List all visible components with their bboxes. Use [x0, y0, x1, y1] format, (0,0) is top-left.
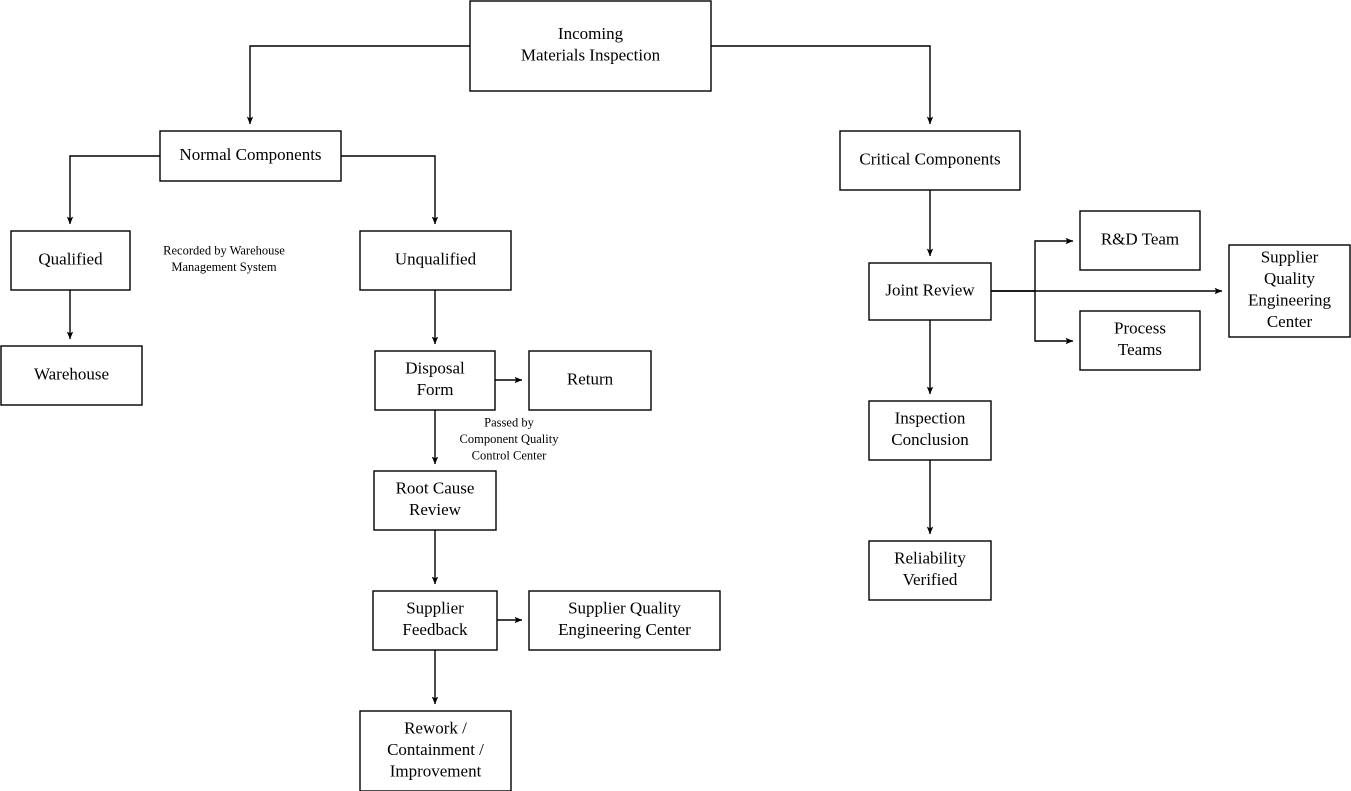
edge-normal-to-qualified	[66, 155, 160, 225]
node-label-line: Verified	[903, 570, 958, 589]
node-rd-team[interactable]: R&D Team	[1079, 210, 1201, 271]
node-box	[159, 130, 342, 182]
edge-label-line: Component Quality	[460, 432, 560, 446]
node-rework-containment-improvement[interactable]: Rework / Containment / Improvement	[359, 710, 512, 791]
edge-incoming-to-critical	[711, 45, 934, 125]
node-box	[372, 590, 498, 651]
node-label-line: Process	[1114, 319, 1166, 338]
node-normal-components[interactable]: Normal Components	[159, 130, 342, 182]
node-unqualified[interactable]: Unqualified	[359, 230, 512, 291]
node-label-line: Conclusion	[891, 430, 969, 449]
node-label-line: Joint Review	[885, 280, 975, 299]
node-critical-components[interactable]: Critical Components	[839, 130, 1021, 191]
node-label-line: Supplier	[406, 599, 464, 618]
node-label-line: Engineering	[1248, 291, 1332, 310]
edges-layer	[66, 45, 1223, 705]
node-box	[359, 230, 512, 291]
node-joint-review[interactable]: Joint Review	[868, 262, 992, 321]
node-label-line: Inspection	[895, 409, 966, 428]
node-label-line: Teams	[1118, 340, 1162, 359]
node-label-line: Materials Inspection	[521, 46, 661, 65]
node-box	[528, 590, 721, 651]
node-label-line: Engineering Center	[558, 620, 691, 639]
node-label-line: Form	[417, 380, 454, 399]
node-label-line: Review	[409, 500, 462, 519]
node-box	[469, 0, 712, 92]
node-label-line: Supplier	[1261, 248, 1319, 267]
node-label-line: Warehouse	[34, 364, 109, 383]
edge-label-line: Recorded by Warehouse	[163, 244, 285, 258]
node-label-line: Root Cause	[396, 479, 475, 498]
node-box	[868, 400, 992, 461]
node-label-line: R&D Team	[1101, 229, 1179, 248]
node-box	[0, 345, 143, 406]
node-label-line: Incoming	[558, 24, 624, 43]
node-label-line: Disposal	[405, 359, 465, 378]
node-qualified[interactable]: Qualified	[10, 230, 131, 291]
node-label-line: Containment /	[387, 740, 484, 759]
node-label-line: Return	[567, 369, 614, 388]
node-label-line: Center	[1267, 312, 1313, 331]
edge-label-line: Management System	[171, 260, 276, 274]
node-box	[839, 130, 1021, 191]
node-label-line: Unqualified	[395, 249, 477, 268]
edge-label-line: Passed by	[484, 415, 534, 429]
edge-label-line: Control Center	[472, 448, 547, 462]
node-label-line: Quality	[1264, 269, 1315, 288]
node-label-line: Feedback	[402, 620, 468, 639]
node-box	[868, 262, 992, 321]
node-box	[373, 470, 497, 531]
edge-joint-review-to-rd-team	[991, 237, 1074, 292]
node-box	[1079, 310, 1201, 371]
node-box	[528, 350, 652, 411]
node-warehouse[interactable]: Warehouse	[0, 345, 143, 406]
node-label-line: Supplier Quality	[568, 599, 681, 618]
node-return[interactable]: Return	[528, 350, 652, 411]
edge-incoming-to-normal	[246, 45, 470, 125]
node-label-line: Rework /	[404, 718, 467, 737]
node-label-line: Qualified	[38, 249, 103, 268]
edge-joint-review-to-process-teams	[1034, 291, 1074, 345]
edge-normal-to-unqualified	[341, 155, 439, 225]
node-label-line: Normal Components	[179, 145, 321, 164]
node-box	[1228, 244, 1351, 338]
node-box	[868, 540, 992, 601]
node-box	[374, 350, 496, 411]
node-label-line: Improvement	[390, 761, 482, 780]
node-box	[10, 230, 131, 291]
node-box	[359, 710, 512, 791]
node-label-line: Critical Components	[859, 149, 1000, 168]
node-label-line: Reliability	[894, 549, 966, 568]
node-box	[1079, 210, 1201, 271]
